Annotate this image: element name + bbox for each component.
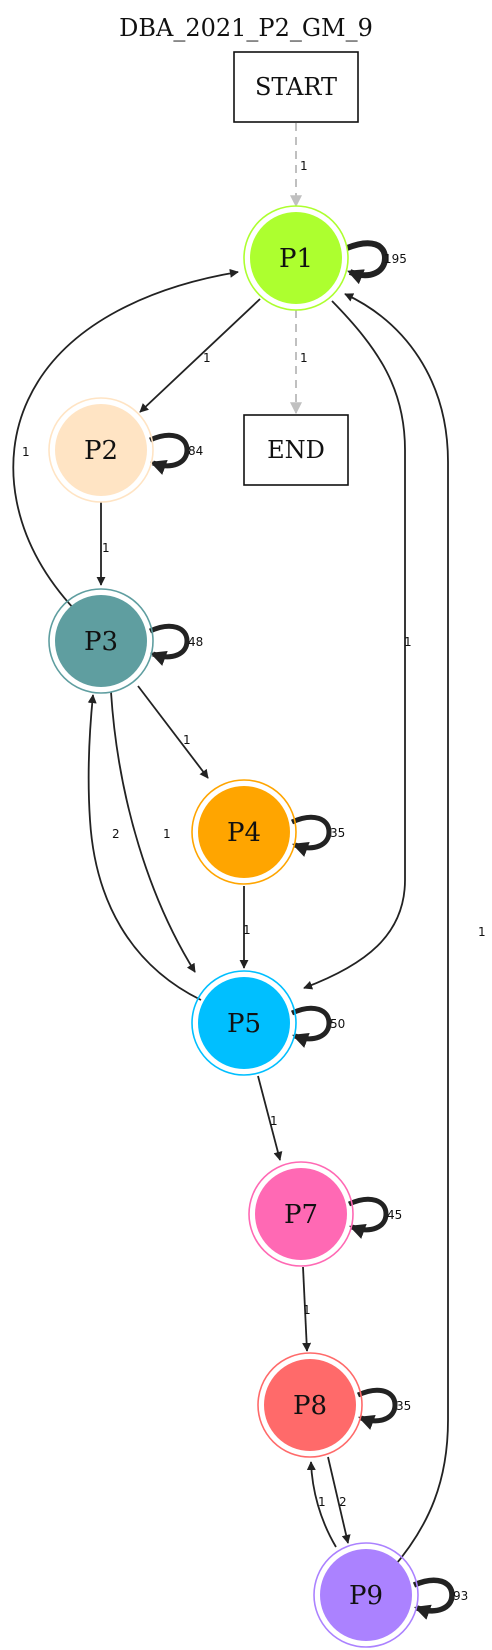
edge-p3-p1 xyxy=(12,268,239,611)
edge-label-p9-p8: 1 xyxy=(318,1495,326,1509)
node-p7-ring xyxy=(248,1161,354,1267)
node-p8[interactable]: P8 xyxy=(257,1352,363,1458)
edge-p3-p4 xyxy=(137,685,209,779)
edge-p1-p2 xyxy=(139,298,261,413)
loop-label-p7: 45 xyxy=(387,1208,402,1222)
node-p1-fill xyxy=(250,212,342,304)
edge-p1-p5 xyxy=(303,300,406,990)
edge-label-start-p1: 1 xyxy=(300,159,308,173)
loop-p7 xyxy=(347,1196,389,1239)
loop-label-p3: 48 xyxy=(188,635,203,649)
edge-label-p7-p8: 1 xyxy=(303,1303,311,1317)
node-p4-ring xyxy=(191,779,297,885)
node-p8-fill xyxy=(264,1359,356,1451)
edge-label-p3-p1: 1 xyxy=(22,445,30,459)
node-p9-ring xyxy=(313,1542,419,1648)
edge-label-p9-p1: 1 xyxy=(478,925,486,939)
node-p5-ring xyxy=(191,970,297,1076)
edge-label-p3-p4: 1 xyxy=(183,733,191,747)
edge-p5-p7 xyxy=(257,1075,283,1161)
node-p8-ring xyxy=(257,1352,363,1458)
end-node[interactable]: END xyxy=(243,414,349,486)
node-p5-label: P5 xyxy=(227,1009,261,1039)
loop-p9 xyxy=(412,1577,455,1620)
edge-label-p4-p5: 1 xyxy=(243,923,251,937)
loop-label-p1: 195 xyxy=(384,252,407,266)
loop-p3 xyxy=(148,623,190,666)
node-p1-label: P1 xyxy=(279,244,313,274)
loop-p1 xyxy=(345,240,389,285)
loop-label-p2: 84 xyxy=(188,444,203,458)
loop-p8 xyxy=(356,1387,398,1430)
node-p4-label: P4 xyxy=(227,818,261,848)
node-p1-ring xyxy=(243,205,349,311)
edge-label-p3-p5: 1 xyxy=(163,827,171,841)
node-p3-fill xyxy=(55,595,147,687)
edge-label-p1-p5: 1 xyxy=(404,635,412,649)
edge-p3-p5 xyxy=(110,691,196,973)
node-p5-fill xyxy=(198,977,290,1069)
node-p5[interactable]: P5 xyxy=(191,970,297,1076)
node-p8-label: P8 xyxy=(293,1391,327,1421)
edge-label-p2-p3: 1 xyxy=(102,541,110,555)
node-p7-fill xyxy=(255,1168,347,1260)
node-p1[interactable]: P1 xyxy=(243,205,349,311)
nodes: P1 P2 P3 P4 P5 P7 P8 xyxy=(48,205,419,1648)
loop-p2 xyxy=(148,432,190,475)
loop-p4 xyxy=(290,814,332,857)
node-p9[interactable]: P9 xyxy=(313,1542,419,1648)
end-label: END xyxy=(267,436,325,464)
node-p2-fill xyxy=(55,404,147,496)
edge-p9-p8 xyxy=(306,1461,337,1548)
node-p9-fill xyxy=(320,1549,412,1641)
node-p4-fill xyxy=(198,786,290,878)
loop-p5 xyxy=(290,1005,332,1048)
edge-p7-p8 xyxy=(302,1266,312,1352)
loop-labels: 195 84 48 35 50 45 35 93 xyxy=(188,252,468,1603)
start-label: START xyxy=(255,73,337,101)
edge-label-p1-end: 1 xyxy=(300,351,308,365)
node-p3[interactable]: P3 xyxy=(48,588,154,694)
node-p3-label: P3 xyxy=(84,627,118,657)
loop-label-p8: 35 xyxy=(396,1399,411,1413)
self-loops xyxy=(148,240,455,1620)
node-p2[interactable]: P2 xyxy=(48,397,154,503)
edge-p9-p1 xyxy=(344,293,449,1570)
edge-labels: 1 1 1 1 1 1 1 1 1 2 1 1 1 2 1 xyxy=(22,159,486,1509)
edge-p5-p3 xyxy=(87,694,202,1001)
start-node[interactable]: START xyxy=(233,51,359,123)
node-p2-ring xyxy=(48,397,154,503)
edge-label-p5-p7: 1 xyxy=(270,1114,278,1128)
loop-label-p4: 35 xyxy=(330,826,345,840)
node-p4[interactable]: P4 xyxy=(191,779,297,885)
edges xyxy=(12,123,449,1570)
edge-label-p8-p9: 2 xyxy=(339,1495,347,1509)
edge-label-p1-p2: 1 xyxy=(203,351,211,365)
node-p2-label: P2 xyxy=(84,436,118,466)
node-p9-label: P9 xyxy=(349,1581,383,1611)
node-p7-label: P7 xyxy=(284,1200,318,1230)
loop-label-p9: 93 xyxy=(453,1589,468,1603)
edge-p8-p9 xyxy=(327,1456,351,1544)
edge-label-p5-p3: 2 xyxy=(112,827,120,841)
node-p3-ring xyxy=(48,588,154,694)
diagram-title: DBA_2021_P2_GM_9 xyxy=(119,14,373,42)
loop-label-p5: 50 xyxy=(330,1017,345,1031)
node-p7[interactable]: P7 xyxy=(248,1161,354,1267)
